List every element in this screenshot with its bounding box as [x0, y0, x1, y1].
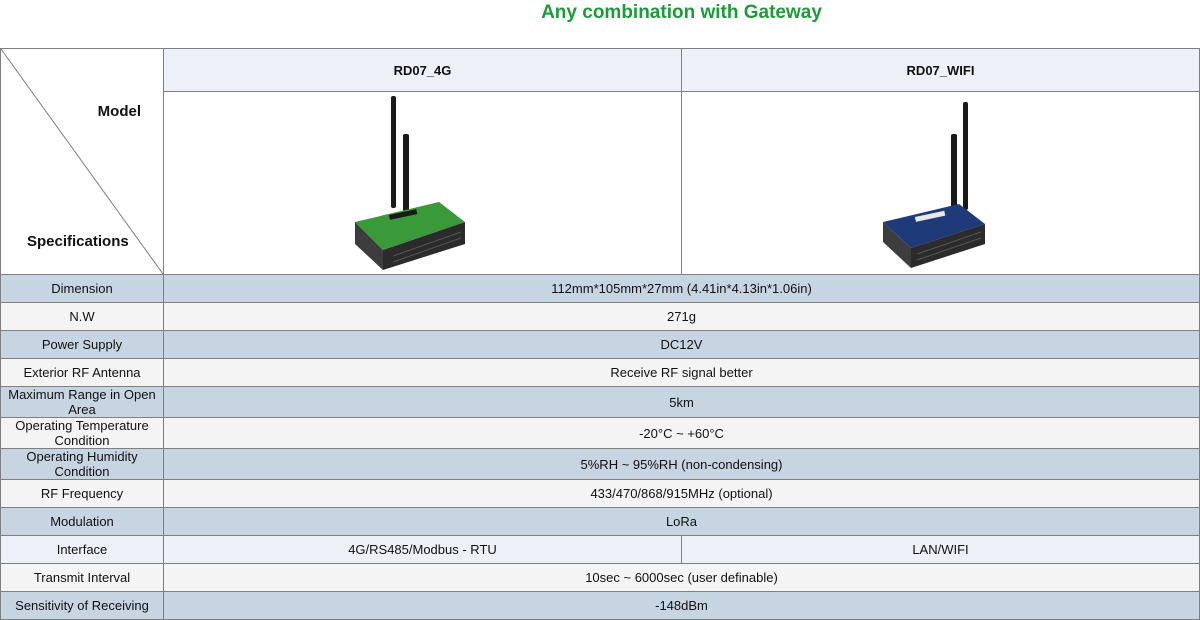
spec-value: -20°C ~ +60°C	[163, 417, 1200, 449]
image-cell-4g	[163, 91, 682, 275]
spec-row-power-supply: Power Supply DC12V	[0, 330, 1200, 359]
spec-value: LoRa	[163, 507, 1200, 536]
spec-row-antenna: Exterior RF Antenna Receive RF signal be…	[0, 358, 1200, 387]
gateway-4g-device-icon	[354, 96, 465, 270]
spec-value: -148dBm	[163, 591, 1200, 620]
model-header-row: Model Specifications RD07_4G RD07_WIFI	[0, 48, 1200, 275]
spec-value: 5%RH ~ 95%RH (non-condensing)	[163, 448, 1200, 480]
model-name-wifi: RD07_WIFI	[681, 48, 1200, 92]
spec-label: N.W	[0, 302, 164, 331]
model-image-row	[1, 91, 1200, 275]
page-title: Any combination with Gateway	[541, 2, 822, 23]
spec-value: 5km	[163, 386, 1200, 418]
specification-table: Model Specifications RD07_4G RD07_WIFI	[0, 48, 1200, 620]
spec-value: Receive RF signal better	[163, 358, 1200, 387]
spec-row-temperature: Operating Temperature Condition -20°C ~ …	[0, 417, 1200, 449]
model-name-4g: RD07_4G	[163, 48, 682, 92]
spec-row-rf-frequency: RF Frequency 433/470/868/915MHz (optiona…	[0, 479, 1200, 508]
spec-label: RF Frequency	[0, 479, 164, 508]
spec-value: 112mm*105mm*27mm (4.41in*4.13in*1.06in)	[163, 274, 1200, 303]
spec-value: DC12V	[163, 330, 1200, 359]
corner-label-specifications: Specifications	[27, 233, 129, 250]
spec-label: Transmit Interval	[0, 563, 164, 592]
spec-value: 433/470/868/915MHz (optional)	[163, 479, 1200, 508]
spec-row-range: Maximum Range in Open Area 5km	[0, 386, 1200, 418]
spec-row-modulation: Modulation LoRa	[0, 507, 1200, 536]
spec-row-interface: Interface 4G/RS485/Modbus - RTU LAN/WIFI	[0, 535, 1200, 564]
image-cell-wifi	[681, 91, 1200, 275]
corner-label-model: Model	[97, 103, 141, 120]
corner-cell: Model Specifications	[0, 48, 164, 275]
spec-label: Sensitivity of Receiving	[0, 591, 164, 620]
spec-row-dimension: Dimension 112mm*105mm*27mm (4.41in*4.13i…	[0, 274, 1200, 303]
spec-label: Operating Temperature Condition	[0, 417, 164, 449]
spec-label: Interface	[0, 535, 164, 564]
spec-row-weight: N.W 271g	[0, 302, 1200, 331]
spec-label: Exterior RF Antenna	[0, 358, 164, 387]
spec-row-humidity: Operating Humidity Condition 5%RH ~ 95%R…	[0, 448, 1200, 480]
spec-label: Dimension	[0, 274, 164, 303]
spec-label: Modulation	[0, 507, 164, 536]
spec-row-transmit-interval: Transmit Interval 10sec ~ 6000sec (user …	[0, 563, 1200, 592]
spec-label: Maximum Range in Open Area	[0, 386, 164, 418]
spec-value: 271g	[163, 302, 1200, 331]
spec-value-wifi: LAN/WIFI	[681, 535, 1200, 564]
diagonal-divider	[1, 49, 163, 274]
spec-row-sensitivity: Sensitivity of Receiving -148dBm	[0, 591, 1200, 620]
spec-label: Power Supply	[0, 330, 164, 359]
gateway-wifi-device-icon	[882, 102, 985, 268]
spec-value-4g: 4G/RS485/Modbus - RTU	[163, 535, 682, 564]
spec-value: 10sec ~ 6000sec (user definable)	[163, 563, 1200, 592]
spec-label: Operating Humidity Condition	[0, 448, 164, 480]
